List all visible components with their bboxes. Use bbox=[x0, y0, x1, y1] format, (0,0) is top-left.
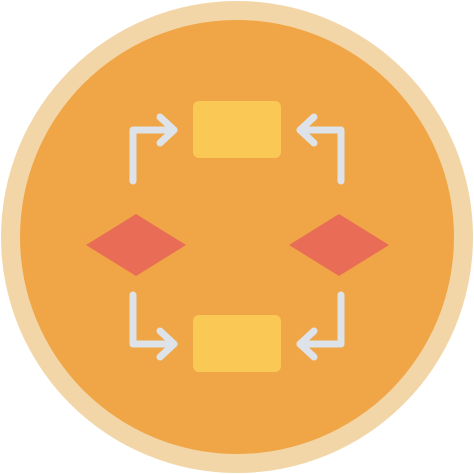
arrow-top-right bbox=[296, 113, 345, 185]
decision-diamond-left bbox=[86, 214, 186, 276]
process-box-top bbox=[193, 101, 281, 158]
decision-diamond-right bbox=[289, 214, 389, 276]
badge-disc bbox=[20, 20, 454, 454]
arrow-bottom-left bbox=[129, 291, 178, 361]
arrow-bottom-right bbox=[296, 291, 345, 361]
arrow-top-left bbox=[129, 113, 178, 185]
process-box-bottom bbox=[193, 315, 281, 372]
